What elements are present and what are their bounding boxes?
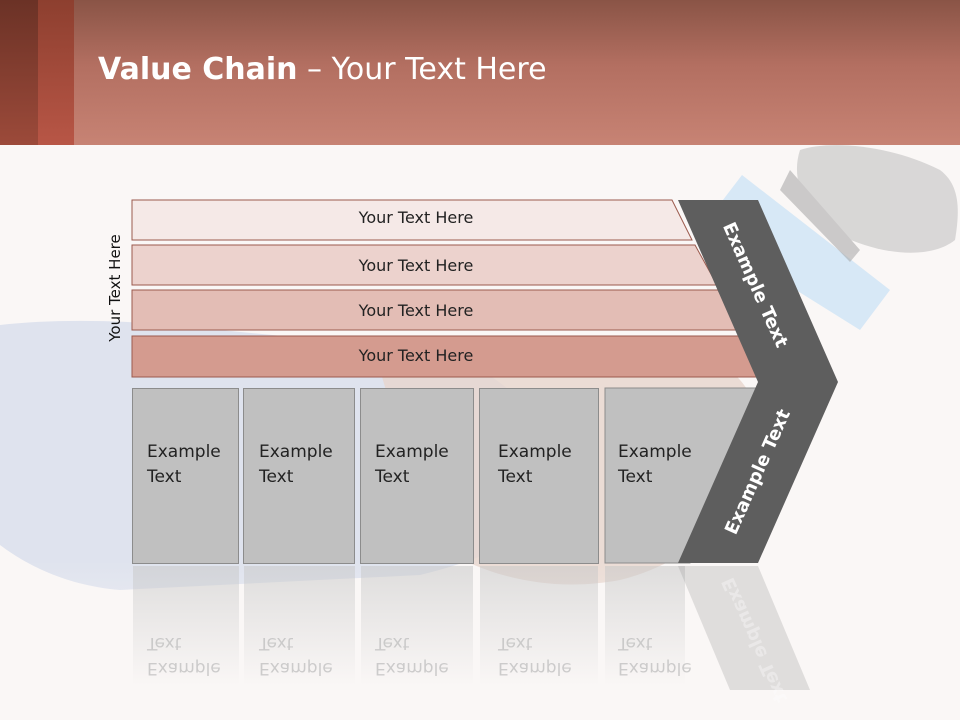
primary-column-3 <box>360 388 474 564</box>
title-bar: Value Chain – Your Text Here <box>0 0 960 145</box>
title-bold-part: Value Chain <box>98 52 298 87</box>
band-label-2: Your Text Here <box>358 256 474 275</box>
chevron-reflection <box>678 566 810 690</box>
microphone-icon <box>780 145 958 262</box>
primary-column-4 <box>479 388 599 564</box>
column-reflection-1 <box>133 566 239 686</box>
title-accent-bar <box>0 0 38 145</box>
column-reflection-3 <box>361 566 473 686</box>
band-label-4: Your Text Here <box>358 346 474 365</box>
slide-title: Value Chain – Your Text Here <box>98 52 547 87</box>
title-rest-part: – Your Text Here <box>297 52 547 87</box>
primary-column-1 <box>132 388 239 564</box>
column-reflection-5 <box>605 566 685 686</box>
column-reflection-2 <box>244 566 355 686</box>
primary-column-2 <box>243 388 355 564</box>
margin-chevron <box>678 200 838 563</box>
support-band-1 <box>131 199 693 241</box>
band-label-3: Your Text Here <box>358 301 474 320</box>
title-accent-bar-2 <box>38 0 74 145</box>
band-label-1: Your Text Here <box>358 208 474 227</box>
column-reflection-4 <box>480 566 598 686</box>
